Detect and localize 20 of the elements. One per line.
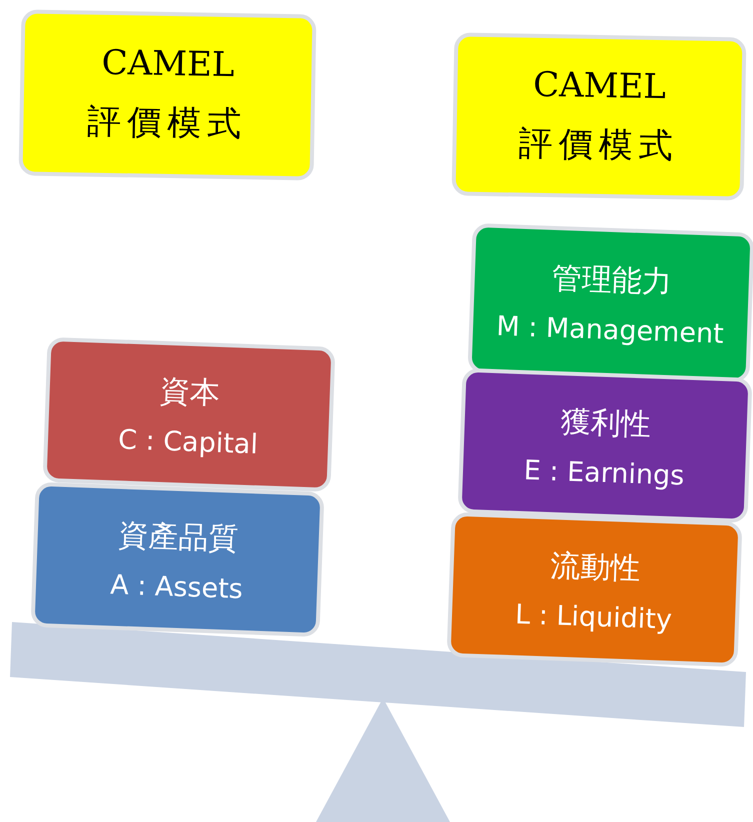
box-label: A : Assets — [110, 569, 244, 605]
category-box — [446, 512, 742, 668]
box-label: L : Liquidity — [514, 598, 672, 636]
box-heading: 資產品質 — [118, 516, 239, 559]
box-label: M : Management — [496, 311, 724, 350]
category-box — [30, 482, 324, 637]
box-heading: 獲利性 — [560, 402, 652, 444]
title-box — [18, 9, 316, 181]
box-label: 評價模式 — [518, 122, 679, 168]
box-heading: CAMEL — [532, 64, 666, 107]
box-label: E : Earnings — [523, 454, 685, 492]
box-heading: 資本 — [159, 372, 220, 413]
box-heading: CAMEL — [101, 42, 235, 86]
category-box — [42, 337, 336, 492]
category-box — [458, 368, 752, 524]
box-heading: 管理能力 — [551, 260, 672, 302]
box-label: 評價模式 — [86, 100, 248, 146]
box-heading: 流動性 — [550, 546, 641, 588]
box-label: C : Capital — [118, 424, 258, 460]
title-box — [452, 32, 746, 201]
